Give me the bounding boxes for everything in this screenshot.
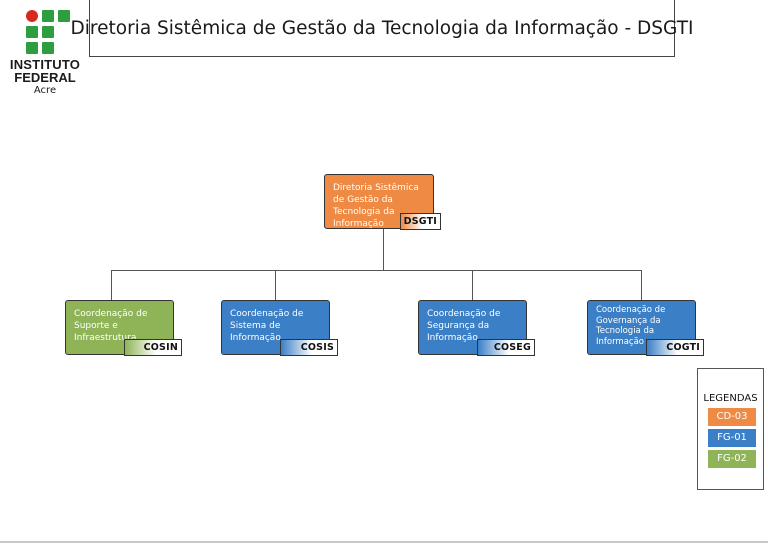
- logo-square: [26, 26, 38, 38]
- org-node-code-cosis: COSIS: [280, 339, 338, 356]
- org-node-label: Coordenação de Sistema de Informação: [230, 309, 304, 343]
- org-node-code-cosin: COSIN: [124, 339, 182, 356]
- legend-title: LEGENDAS: [703, 393, 758, 404]
- logo-square: [42, 26, 54, 38]
- legend-box: LEGENDAS CD-03 FG-01 FG-02: [697, 368, 764, 490]
- logo-square: [42, 10, 54, 22]
- logo-square: [26, 42, 38, 54]
- org-node-coseg: Coordenação de Segurança da Informação: [418, 300, 527, 355]
- logo-line-acre: Acre: [33, 85, 57, 96]
- page-title: Diretoria Sistêmica de Gestão da Tecnolo…: [70, 17, 694, 39]
- org-node-label: Coordenação de Segurança da Informação: [427, 309, 501, 343]
- logo-line-federal: FEDERAL: [14, 70, 76, 85]
- org-node-code-cogti: COGTI: [646, 339, 704, 356]
- org-node-label: Diretoria Sistêmica de Gestão da Tecnolo…: [333, 183, 419, 229]
- bottom-divider: [0, 541, 768, 543]
- legend-item-fg01: FG-01: [708, 429, 756, 447]
- org-node-label: Coordenação de Governança da Tecnologia …: [596, 305, 666, 347]
- legend-item-fg02: FG-02: [708, 450, 756, 468]
- page-title-box: Diretoria Sistêmica de Gestão da Tecnolo…: [71, 0, 693, 57]
- logo-line-institute: INSTITUTO: [9, 57, 81, 72]
- logo-squares-icon: [26, 10, 70, 54]
- logo-square: [58, 10, 70, 22]
- institute-logo: INSTITUTO FEDERAL Acre: [8, 8, 88, 100]
- logo-red-circle: [26, 10, 38, 22]
- logo-square: [42, 42, 54, 54]
- legend-item-cd03: CD-03: [708, 408, 756, 426]
- logo-text: INSTITUTO FEDERAL Acre: [8, 58, 82, 97]
- org-node-code-dsgti: DSGTI: [400, 213, 441, 230]
- org-node-label: Coordenação de Suporte e Infraestrutura: [74, 309, 148, 343]
- org-node-code-coseg: COSEG: [477, 339, 535, 356]
- org-node-dsgti: Diretoria Sistêmica de Gestão da Tecnolo…: [324, 174, 434, 229]
